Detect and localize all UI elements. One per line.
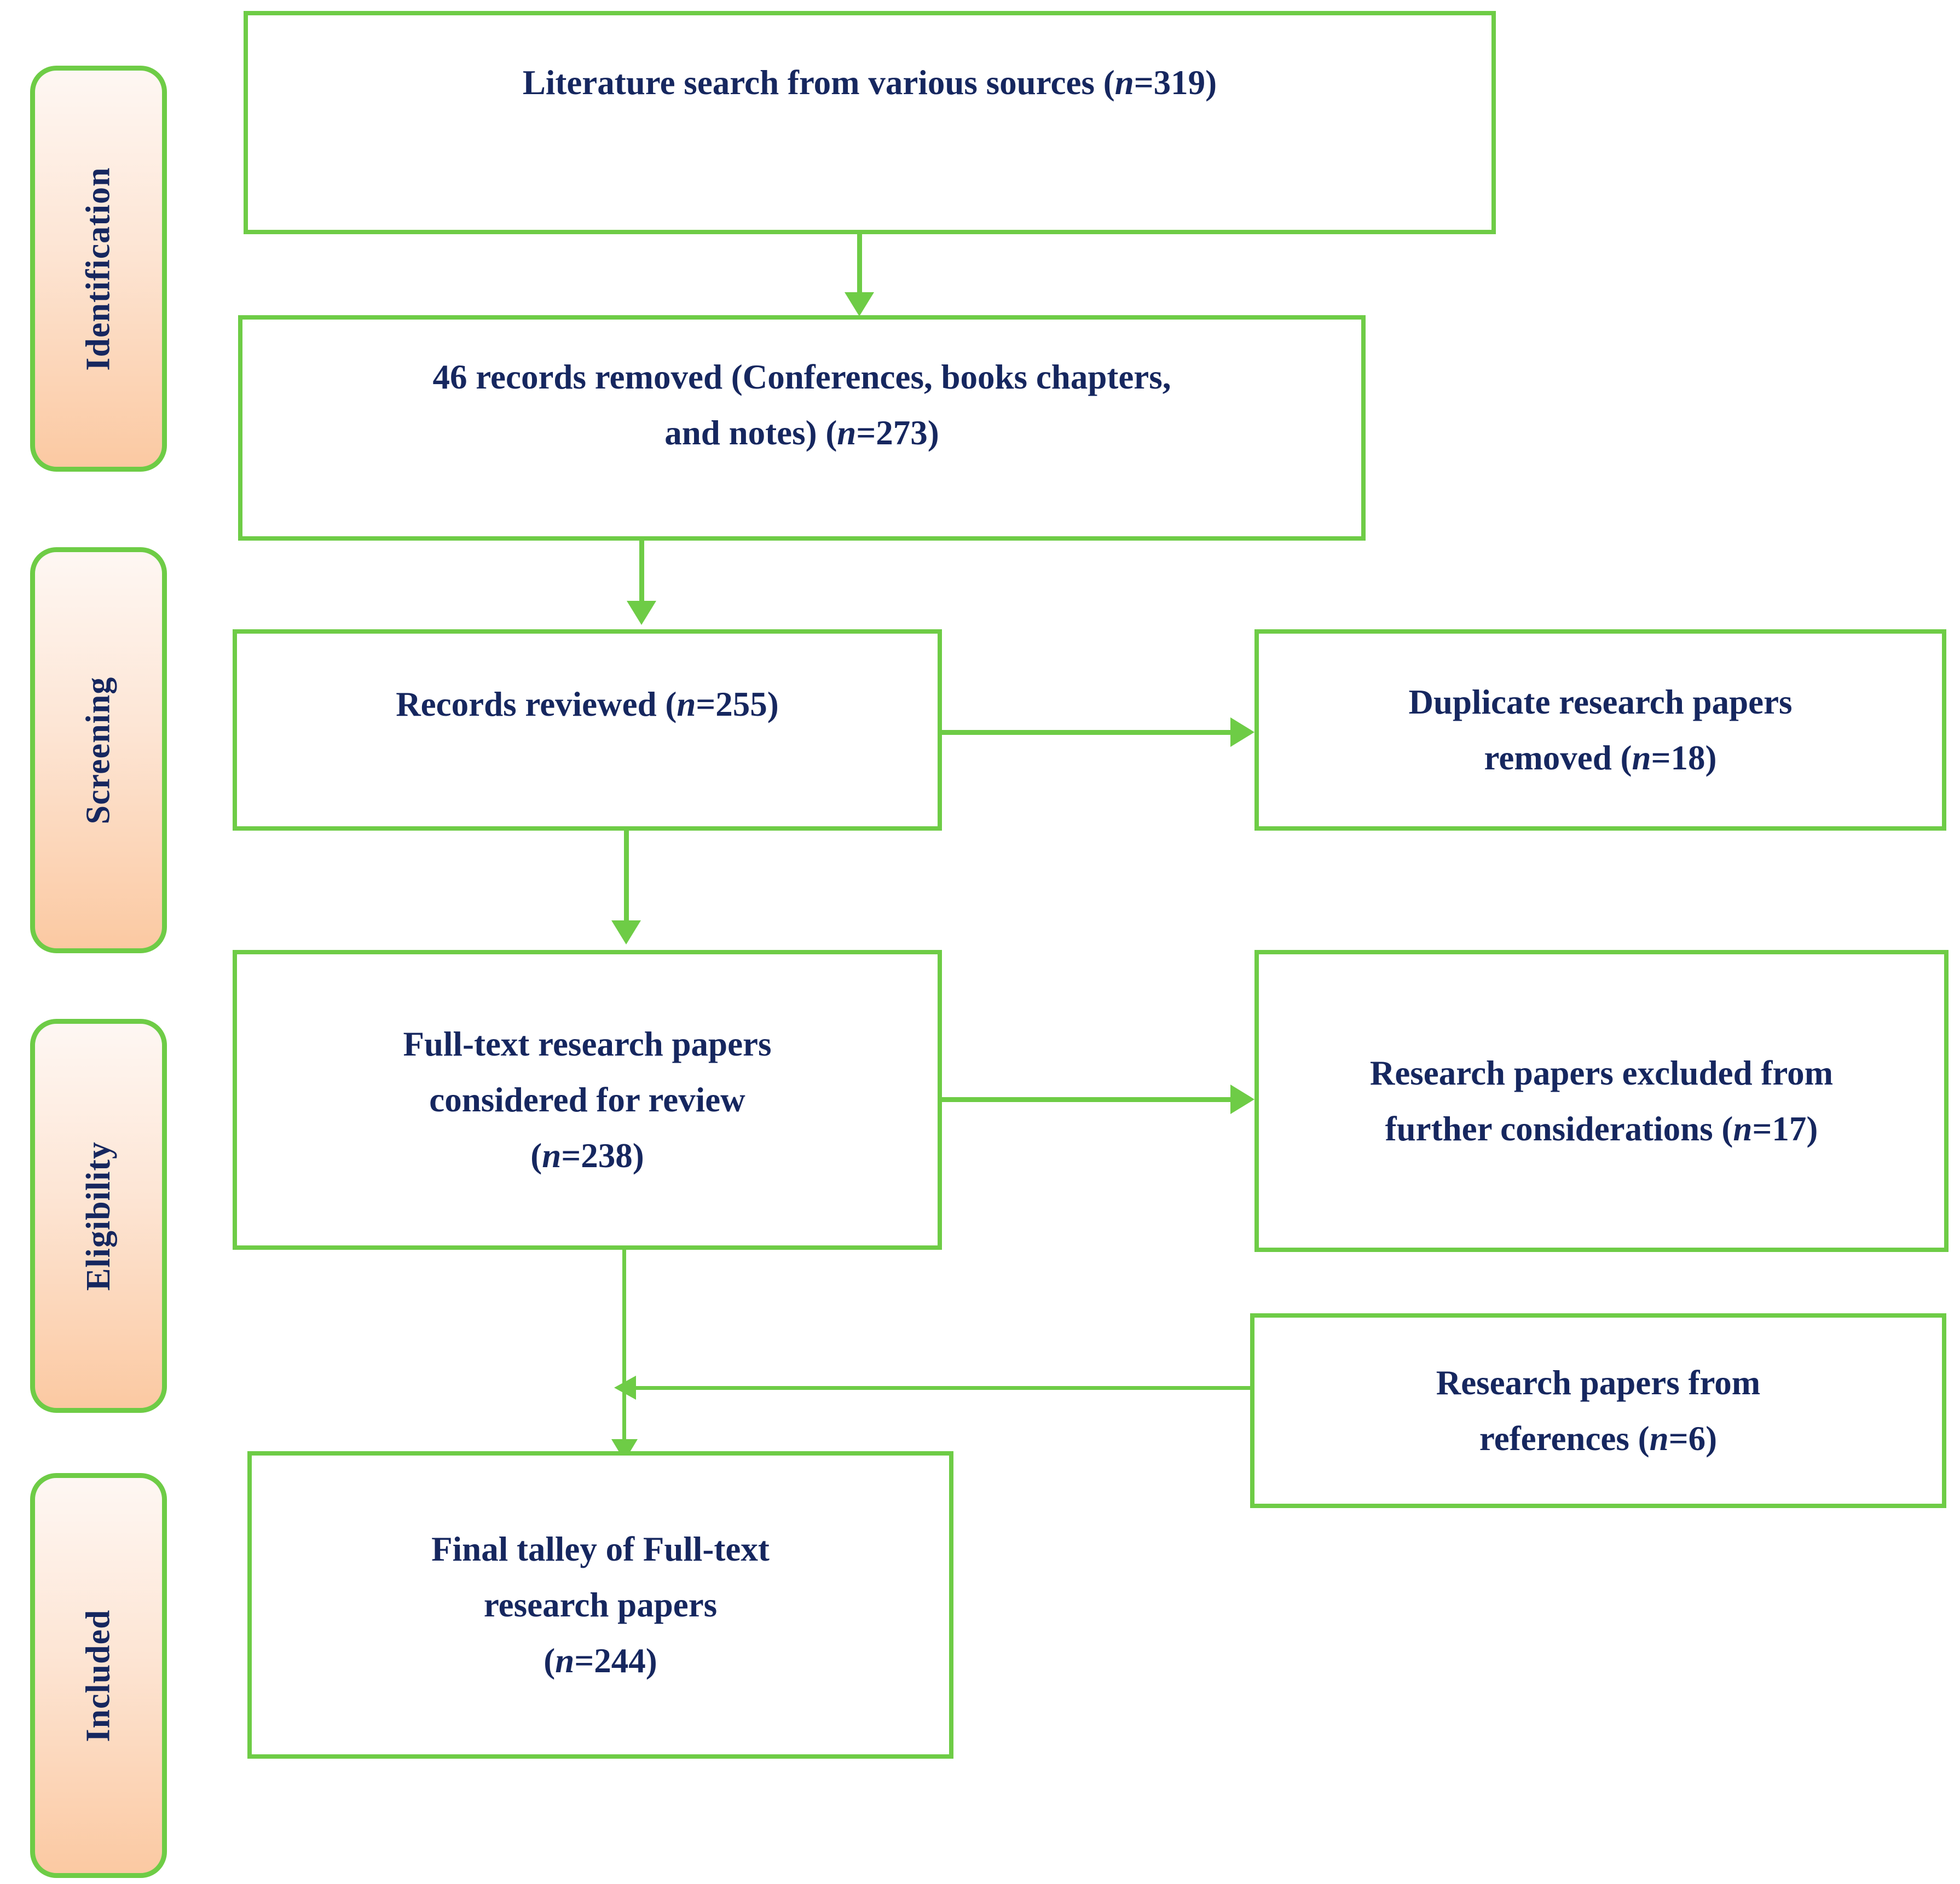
stage-identification-label: Identification <box>79 166 117 371</box>
connector-reviewed-to-duplicates <box>942 730 1235 735</box>
node-literature-search: Literature search from various sources (… <box>244 11 1496 234</box>
fulltext-line1: Full-text research papers <box>403 1024 772 1063</box>
references-line2-pre: references ( <box>1479 1419 1650 1458</box>
connector-fulltext-to-excluded <box>942 1097 1235 1102</box>
records-removed-n: n <box>837 414 857 453</box>
connector-fulltext-to-final <box>622 1250 626 1471</box>
literature-search-text-pre: Literature search from various sources ( <box>522 63 1115 102</box>
fulltext-line3-pre: ( <box>530 1137 542 1175</box>
records-reviewed-post: =255) <box>696 685 779 723</box>
records-removed-line2-post: =273) <box>856 414 939 453</box>
records-reviewed-pre: Records reviewed ( <box>396 685 677 723</box>
arrowhead-search-to-removed <box>845 292 874 316</box>
stage-included: Included <box>30 1473 167 1878</box>
fulltext-line2: considered for review <box>429 1080 745 1119</box>
literature-search-n: n <box>1114 63 1134 102</box>
final-line3-post: =244) <box>574 1642 657 1680</box>
duplicates-line2-pre: removed ( <box>1484 739 1632 777</box>
node-papers-from-references: Research papers from references (n=6) <box>1250 1313 1946 1508</box>
excluded-line2-pre: further considerations ( <box>1385 1110 1733 1148</box>
arrowhead-removed-to-reviewed <box>627 601 656 625</box>
arrowhead-fulltext-to-excluded <box>1230 1085 1254 1114</box>
final-line3-pre: ( <box>544 1642 556 1680</box>
connector-removed-to-reviewed <box>639 541 644 606</box>
final-n: n <box>555 1642 575 1680</box>
connector-references-to-trunk <box>624 1386 1251 1390</box>
stage-identification: Identification <box>30 66 167 472</box>
stage-screening: Screening <box>30 547 167 953</box>
node-papers-excluded: Research papers excluded from further co… <box>1254 950 1949 1252</box>
stage-eligibility-label: Eligibility <box>79 1141 117 1291</box>
node-final-tally: Final talley of Full-text research paper… <box>247 1451 953 1759</box>
node-fulltext-considered: Full-text research papers considered for… <box>233 950 942 1250</box>
duplicates-line1: Duplicate research papers <box>1408 682 1793 721</box>
duplicates-n: n <box>1632 739 1651 777</box>
records-removed-line2-pre: and notes) ( <box>664 414 837 453</box>
connector-search-to-removed <box>857 234 862 299</box>
stage-screening-label: Screening <box>79 676 117 824</box>
records-removed-line1: 46 records removed (Conferences, books c… <box>432 358 1171 396</box>
records-reviewed-n: n <box>677 685 696 723</box>
references-n: n <box>1649 1419 1669 1458</box>
literature-search-text-post: =319) <box>1134 63 1217 102</box>
references-line2-post: =6) <box>1668 1419 1718 1458</box>
excluded-line2-post: =17) <box>1752 1110 1818 1148</box>
excluded-line1: Research papers excluded from <box>1369 1053 1834 1092</box>
duplicates-line2-post: =18) <box>1651 739 1717 777</box>
stage-included-label: Included <box>79 1609 117 1742</box>
arrowhead-reviewed-to-duplicates <box>1230 717 1254 747</box>
node-duplicates-removed: Duplicate research papers removed (n=18) <box>1254 629 1946 831</box>
connector-reviewed-to-fulltext <box>624 831 629 925</box>
arrowhead-reviewed-to-fulltext <box>611 920 641 944</box>
fulltext-n: n <box>542 1137 562 1175</box>
final-line1: Final talley of Full-text <box>431 1529 770 1568</box>
final-line2: research papers <box>483 1585 718 1624</box>
stage-eligibility: Eligibility <box>30 1019 167 1413</box>
node-records-removed: 46 records removed (Conferences, books c… <box>238 315 1366 541</box>
fulltext-line3-post: =238) <box>561 1137 644 1175</box>
excluded-n: n <box>1733 1110 1753 1148</box>
node-records-reviewed: Records reviewed (n=255) <box>233 629 942 831</box>
references-line1: Research papers from <box>1436 1363 1761 1402</box>
